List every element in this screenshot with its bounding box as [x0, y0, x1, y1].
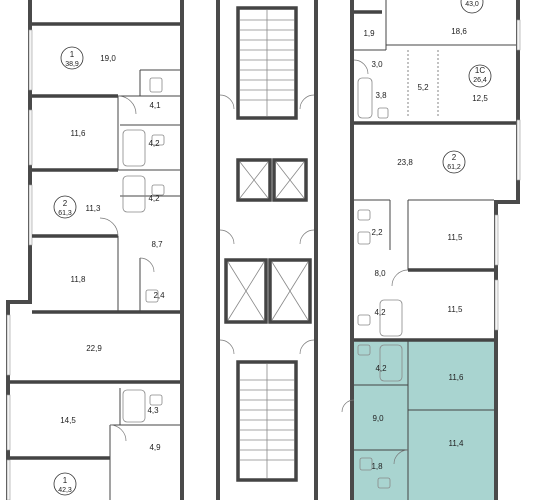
room-area: 2,2	[371, 228, 383, 237]
room-area: 3,8	[375, 91, 387, 100]
room-area: 18,6	[451, 27, 467, 36]
highlighted-apartment[interactable]	[352, 340, 496, 500]
room-area: 4,2	[148, 139, 160, 148]
room-area: 3,0	[371, 60, 383, 69]
room-area: 11,5	[448, 233, 464, 242]
room-area: 4,2	[148, 194, 160, 203]
room-area: 4,2	[374, 308, 386, 317]
apt-number-left-2: 2	[63, 199, 68, 208]
stair-treads-bottom	[240, 379, 294, 461]
apt-number-left-3: 1	[63, 476, 68, 485]
room-area: 8,7	[151, 240, 163, 249]
left-building-block	[6, 0, 184, 500]
apt-number-right-2: 2	[452, 153, 457, 162]
room-area: 11,6	[449, 373, 465, 382]
room-area: 1,8	[371, 462, 383, 471]
apt-number-left-1: 1	[70, 50, 75, 59]
room-area: 12,5	[472, 94, 488, 103]
room-area: 4,1	[149, 101, 161, 110]
apt-area-right-top: 43,0	[465, 1, 479, 8]
apt-area-right-studio: 26,4	[473, 77, 487, 84]
room-labels: 1 38,9 19,0 4,1 11,6 4,2 4,2 2 61,3 11,3…	[58, 1, 488, 494]
room-area: 4,9	[149, 443, 161, 452]
room-area: 11,5	[448, 305, 464, 314]
room-area: 8,0	[374, 269, 386, 278]
room-area: 23,8	[397, 158, 413, 167]
apt-area-left-2: 61,3	[58, 210, 72, 217]
room-area: 11,4	[449, 439, 465, 448]
central-core	[216, 0, 318, 500]
room-area: 11,8	[71, 275, 87, 284]
apt-number-right-studio: 1С	[475, 66, 485, 75]
apt-area-right-2: 61,2	[447, 164, 461, 171]
room-area: 22,9	[86, 344, 102, 353]
apt-area-left-3: 42,3	[58, 487, 72, 494]
room-area: 19,0	[100, 54, 116, 63]
apartment-markers	[53, 0, 492, 496]
room-area: 5,2	[417, 83, 429, 92]
room-area: 11,3	[86, 204, 102, 213]
room-area: 9,0	[372, 414, 384, 423]
room-area: 1,9	[363, 29, 375, 38]
room-area: 4,3	[147, 406, 159, 415]
room-area: 2,4	[153, 291, 165, 300]
room-area: 11,6	[71, 129, 87, 138]
stair-treads-top	[240, 19, 294, 101]
room-area: 4,2	[375, 364, 387, 373]
room-area: 14,5	[60, 416, 76, 425]
right-building-block	[341, 0, 521, 500]
apt-area-left-1: 38,9	[65, 61, 79, 68]
